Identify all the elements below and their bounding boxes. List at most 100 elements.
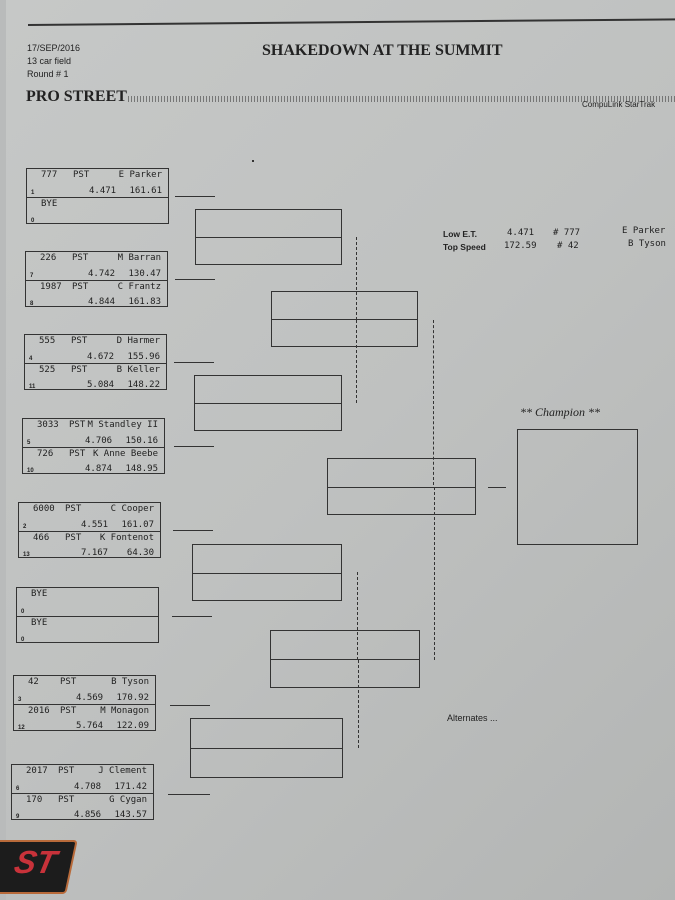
driver-name: C Cooper xyxy=(110,504,154,514)
round2-box xyxy=(194,375,342,431)
seed-number: 4 xyxy=(29,356,33,362)
car-number: 3033 xyxy=(37,420,59,430)
elapsed-time: 4.856 xyxy=(74,810,102,820)
car-number: 525 xyxy=(39,365,56,375)
round-number: Round # 1 xyxy=(27,69,69,79)
elapsed-time: 4.569 xyxy=(76,693,104,703)
seed-number: 11 xyxy=(29,384,36,390)
seed-number: 3 xyxy=(18,697,22,703)
semifinal-box xyxy=(270,630,420,688)
seed-number: 0 xyxy=(21,609,25,615)
trap-speed: 150.16 xyxy=(125,436,158,446)
event-date: 17/SEP/2016 xyxy=(27,43,81,53)
car-number: 42 xyxy=(28,677,39,687)
connector xyxy=(433,320,434,485)
trap-speed: 171.42 xyxy=(114,782,147,792)
driver-name: B Tyson xyxy=(111,677,149,687)
low-et-driver: E Parker xyxy=(622,226,666,236)
car-number: 555 xyxy=(39,336,56,346)
top-speed-car: # 42 xyxy=(557,241,579,251)
elapsed-time: 4.706 xyxy=(85,436,113,446)
seed-number: 6 xyxy=(16,786,20,792)
event-title: SHAKEDOWN AT THE SUMMIT xyxy=(262,42,503,59)
elapsed-time: 4.471 xyxy=(89,186,117,196)
trap-speed: 64.30 xyxy=(126,548,154,558)
connector xyxy=(434,487,435,660)
connector xyxy=(488,487,506,488)
driver-name: G Cygan xyxy=(109,795,147,805)
seed-number: 2 xyxy=(23,524,27,530)
class-code: PST xyxy=(65,504,82,514)
trap-speed: 148.95 xyxy=(125,464,158,474)
class-title: PRO STREET xyxy=(26,88,127,105)
semifinal-box xyxy=(271,291,418,347)
connector xyxy=(173,530,213,531)
round2-box xyxy=(195,209,342,265)
driver-name: B Keller xyxy=(116,365,160,375)
driver-name: K Anne Beebe xyxy=(92,449,158,459)
racer-slot: BYE 0 xyxy=(17,588,158,616)
driver-name: D Harmer xyxy=(116,336,160,346)
trap-speed: 161.83 xyxy=(128,297,161,307)
champion-label: ** Champion ** xyxy=(520,405,601,419)
elapsed-time: 5.764 xyxy=(76,721,104,731)
title-hatch xyxy=(128,96,675,102)
low-et-value: 4.471 xyxy=(507,228,535,238)
connector xyxy=(357,572,358,660)
driver-name: J Clement xyxy=(98,766,147,776)
top-speed-label: Top Speed xyxy=(443,242,486,252)
software-name: CompuLink StarTrak xyxy=(582,100,656,109)
connector xyxy=(172,616,212,617)
car-number: BYE xyxy=(41,199,58,209)
trap-speed: 161.61 xyxy=(129,186,162,196)
racer-slot: BYE 0 xyxy=(27,197,168,225)
seed-number: 5 xyxy=(27,440,31,446)
elapsed-time: 4.708 xyxy=(74,782,102,792)
trap-speed: 122.09 xyxy=(116,721,149,731)
alternates-label: Alternates ... xyxy=(447,713,498,723)
class-code: PST xyxy=(72,253,89,263)
driver-name: C Frantz xyxy=(117,282,161,292)
elapsed-time: 4.874 xyxy=(85,464,113,474)
seed-number: 0 xyxy=(31,218,35,224)
seed-number: 13 xyxy=(23,552,30,558)
event-info: 17/SEP/2016 13 car field Round # 1 xyxy=(27,42,80,81)
connector xyxy=(175,279,215,280)
connector xyxy=(170,705,210,706)
trap-speed: 155.96 xyxy=(127,352,160,362)
class-code: PST xyxy=(60,706,77,716)
field-size: 13 car field xyxy=(27,56,72,66)
elapsed-time: 7.167 xyxy=(81,548,109,558)
seed-number: 7 xyxy=(30,273,34,279)
car-number: 2016 xyxy=(28,706,50,716)
trap-speed: 143.57 xyxy=(114,810,147,820)
class-code: PST xyxy=(69,420,86,430)
connector xyxy=(168,794,210,795)
trap-speed: 161.07 xyxy=(121,520,154,530)
car-number: 1987 xyxy=(40,282,62,292)
car-number: BYE xyxy=(31,618,48,628)
seed-number: 1 xyxy=(31,190,35,196)
car-number: 2017 xyxy=(26,766,48,776)
seed-number: 10 xyxy=(27,468,34,474)
class-code: PST xyxy=(73,170,90,180)
logo-mark: ST xyxy=(11,844,60,880)
class-code: PST xyxy=(71,336,88,346)
champion-box xyxy=(517,429,638,545)
class-code: PST xyxy=(71,365,88,375)
seed-number: 8 xyxy=(30,301,34,307)
class-code: PST xyxy=(72,282,89,292)
sponsor-logo: ST xyxy=(0,840,78,894)
car-number: BYE xyxy=(31,589,48,599)
